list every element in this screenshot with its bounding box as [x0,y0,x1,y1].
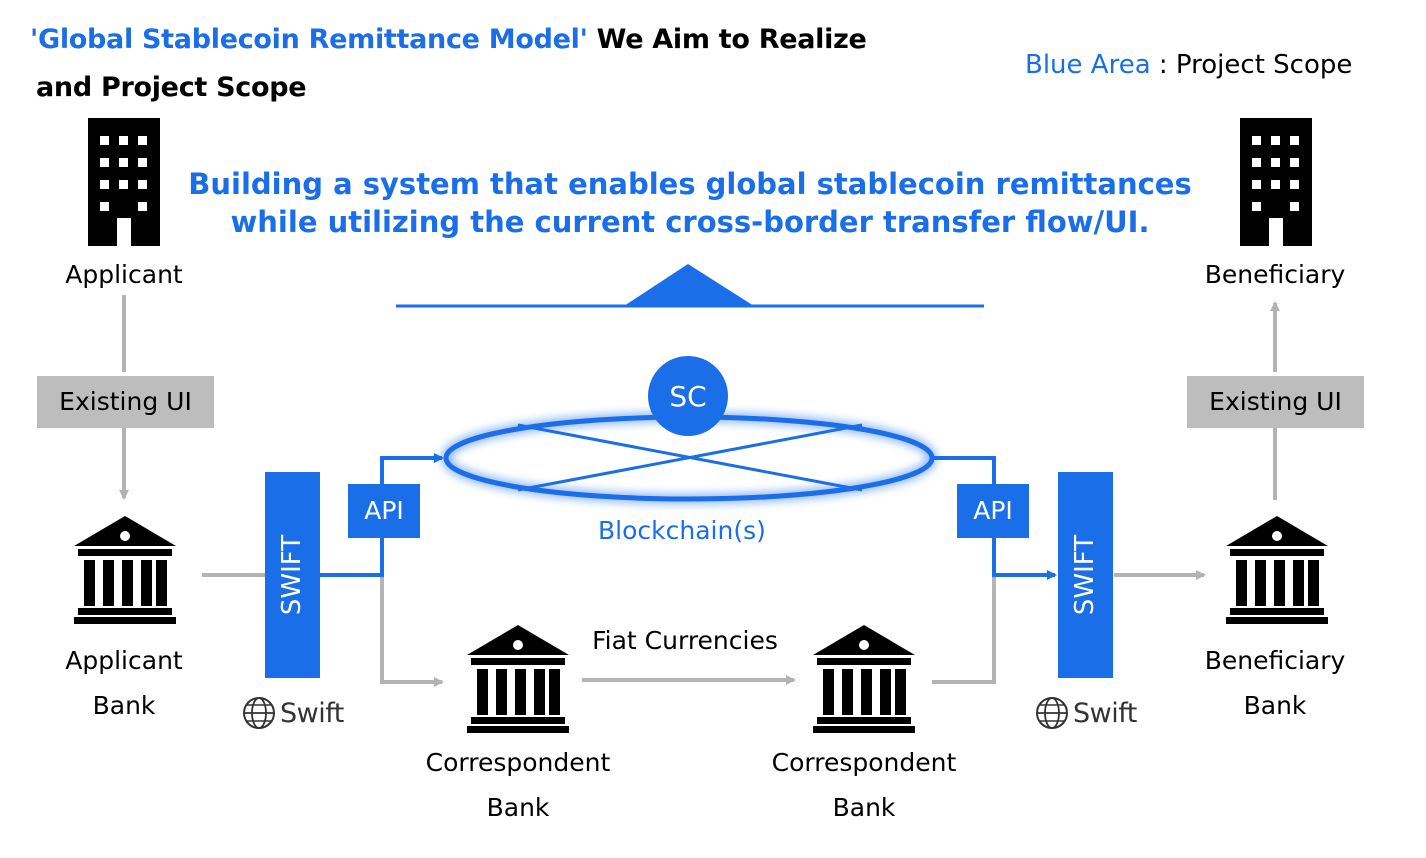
api-box-right: API [957,484,1029,538]
title-highlight: 'Global Stablecoin Remittance Model' [30,24,588,55]
correspondent-right-label: Correspondent Bank [734,740,994,830]
swift-logo-right-text: Swift [1073,697,1137,729]
beneficiary-bank-label: Beneficiary Bank [1175,638,1375,728]
bank-icon [467,625,569,733]
headline-line1: Building a system that enables global st… [188,167,1192,201]
swift-box-left: SWIFT [265,472,320,678]
office-building-icon [1240,118,1312,246]
beneficiary-label: Beneficiary [1204,260,1346,289]
legend-rest: : Project Scope [1150,50,1353,80]
headline-line2: while utilizing the current cross-border… [230,205,1150,239]
arrow-correspondent-to-swift [932,575,996,684]
swift-box-right-label: SWIFT [1070,534,1101,616]
correspondent-right-line1: Correspondent [771,748,957,777]
bank-icon [813,625,915,733]
legend-highlight: Blue Area [1025,50,1151,80]
beneficiary-bank-line2: Bank [1243,691,1307,720]
sc-circle: SC [648,356,728,436]
swift-logo-left-text: Swift [280,697,344,729]
headline: Building a system that enables global st… [170,165,1210,241]
applicant-bank-line2: Bank [92,691,156,720]
title-rest: We Aim to Realize [587,24,867,55]
fiat-label: Fiat Currencies [592,626,778,655]
swift-logo-right: Swift [1035,696,1137,730]
api-box-left: API [348,484,420,538]
correspondent-left-line2: Bank [486,793,550,822]
swift-box-left-label: SWIFT [277,534,308,616]
beneficiary-bank-line1: Beneficiary [1204,646,1346,675]
swift-logo-left: Swift [242,696,344,730]
globe-icon [243,697,275,729]
scope-pointer [396,264,984,308]
correspondent-left-label: Correspondent Bank [388,740,648,830]
arrow-swift-to-correspondent [380,575,444,687]
page-title-line2: and Project Scope [36,72,307,103]
page-title: 'Global Stablecoin Remittance Model' We … [30,24,867,55]
blockchain-label: Blockchain(s) [598,516,766,545]
applicant-bank-label: Applicant Bank [24,638,224,728]
office-building-icon [88,118,160,246]
existing-ui-left: Existing UI [37,376,214,428]
existing-ui-right: Existing UI [1187,376,1364,428]
legend: Blue Area : Project Scope [1025,50,1352,80]
correspondent-left-line1: Correspondent [425,748,611,777]
bank-icon [74,516,176,624]
swift-box-right: SWIFT [1058,472,1113,678]
bank-icon [1226,516,1328,624]
applicant-bank-line1: Applicant [65,646,183,675]
correspondent-right-line2: Bank [832,793,896,822]
applicant-label: Applicant [65,260,183,289]
globe-icon [1036,697,1068,729]
